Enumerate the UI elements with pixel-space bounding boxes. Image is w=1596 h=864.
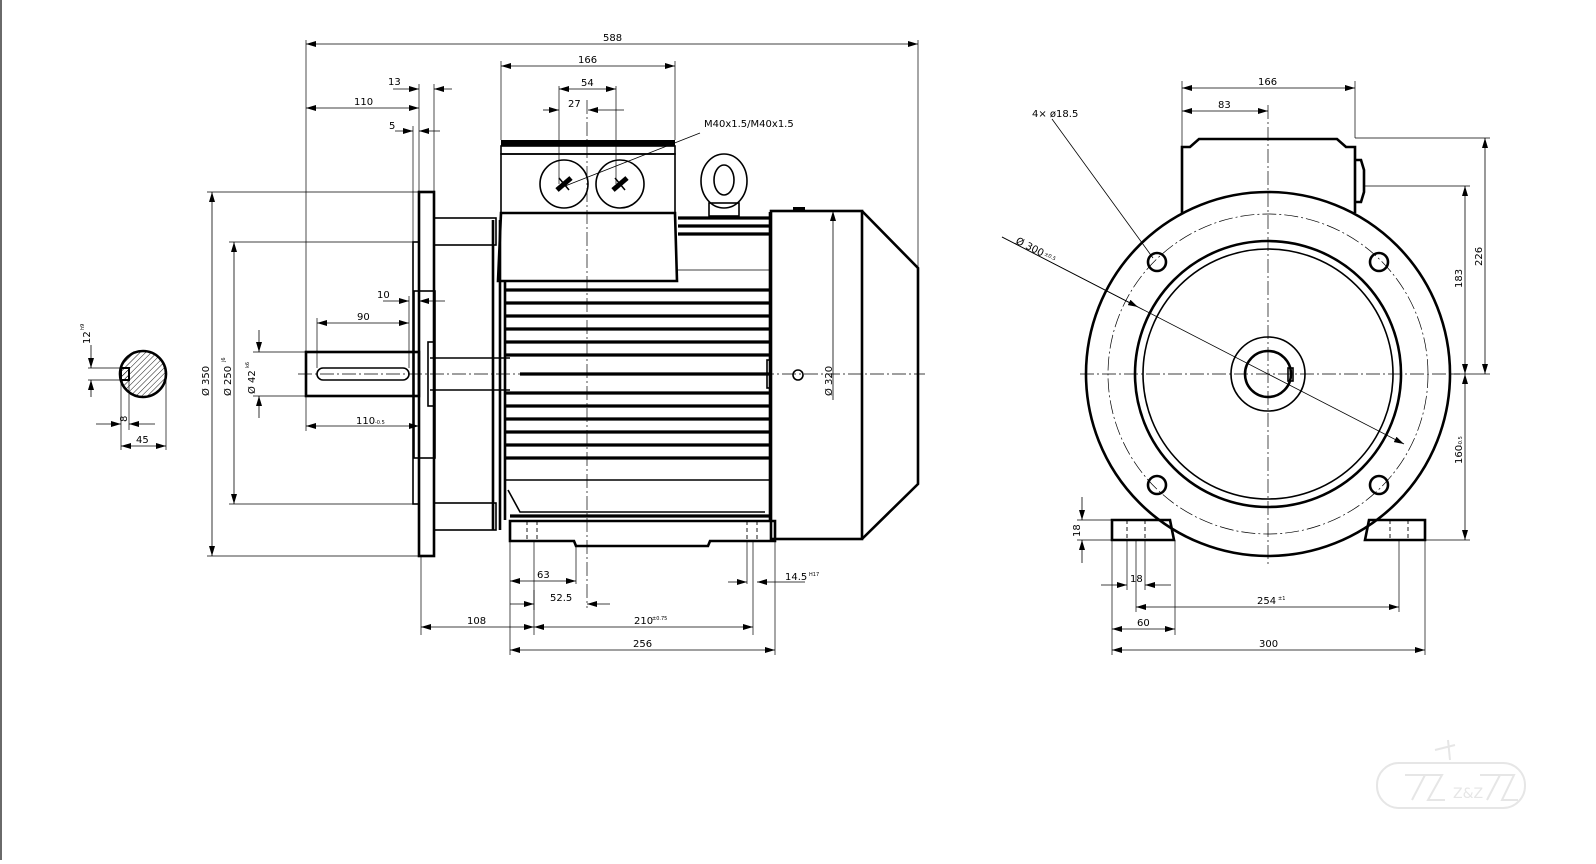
bolt-hole [1368, 251, 1390, 273]
foot-hole-spacing-tolerance: ±1 [1278, 596, 1285, 602]
gland-thread-label: M40x1.5/M40x1.5 [704, 119, 794, 130]
bolt-hole [1146, 474, 1168, 496]
spigot-outline [1133, 239, 1403, 509]
foot-width-label: 60 [1137, 618, 1150, 629]
motor-foot [508, 519, 777, 548]
foot-slot-width-label: 18 [1130, 574, 1143, 585]
shaft-length-tolerance: -0.5 [375, 420, 385, 426]
key-width-label: 12 [82, 331, 93, 344]
lifting-eye-icon [700, 153, 748, 217]
shoulder-to-foot-label: 108 [467, 616, 486, 627]
spigot-diameter-tolerance: j6 [221, 357, 227, 363]
foot-hole-spacing-label: 210 [634, 616, 653, 627]
box-height-label: 183 [1454, 269, 1465, 288]
shaft-cross-section: 12 h9 8 45 [80, 324, 168, 450]
key-offset-label: 10 [377, 290, 390, 301]
pitch-circle-tolerance: ±0.5 [1043, 251, 1057, 262]
foot-left [1110, 518, 1176, 542]
flange-thickness-label: 13 [388, 77, 401, 88]
stator-body [503, 212, 804, 520]
key-depth-label: 8 [119, 416, 130, 422]
foot-hole-start-label: 63 [537, 570, 550, 581]
watermark-logo: Z&Z [1376, 739, 1526, 809]
body-diameter-label: Ø 320 [823, 366, 835, 396]
spigot-diameter-label: Ø 250 [222, 366, 234, 396]
foot-hole-clearance-label: 14.5 [785, 572, 807, 583]
box-half-width-label: 83 [1218, 100, 1231, 111]
gland-spacing-label: 54 [581, 78, 594, 89]
key-length-label: 90 [357, 312, 370, 323]
terminal-box [496, 132, 701, 283]
shaft-diameter-label: Ø 42 [246, 370, 258, 394]
foot-right [1363, 518, 1427, 542]
flange-diameter-label: Ø 350 [200, 366, 212, 396]
foot-hole-spacing-label: 254 [1257, 596, 1276, 607]
gland-offset-label: 27 [568, 99, 581, 110]
shaft-end [1243, 349, 1293, 399]
key-section [120, 367, 130, 381]
side-view: 588 110 13 5 10 90 [200, 33, 925, 655]
shaft-length-upper-label: 110 [354, 97, 373, 108]
bolt-hole [1146, 251, 1168, 273]
watermark-text: Z&Z [1453, 786, 1483, 802]
keyway [316, 367, 410, 381]
spigot-label: 5 [389, 121, 395, 132]
pitch-circle [1107, 213, 1429, 535]
front-view: 4× ø18.5 Ø 300 ±0.5 166 83 226 183 160 [1001, 77, 1490, 655]
key-width-tolerance: h9 [80, 324, 86, 330]
shaft-height-label: 45 [136, 435, 149, 446]
foot-length-label: 256 [633, 639, 652, 650]
flange-bolt-holes [1146, 251, 1390, 496]
shaft-diameter-tolerance: k6 [245, 362, 251, 368]
foot-hole-clearance-tolerance: H17 [809, 572, 819, 578]
overall-length-label: 588 [603, 33, 622, 44]
foot-overall-width-label: 300 [1259, 639, 1278, 650]
flange-spigot [412, 241, 420, 505]
gland-center-label: 52.5 [550, 593, 572, 604]
pitch-circle-label: Ø 300 [1014, 235, 1046, 259]
cable-gland-icon [595, 159, 645, 209]
terminal-box-width-label: 166 [578, 55, 597, 66]
shaft-center-height-tolerance: -0.5 [1458, 436, 1464, 446]
bolt-hole [1368, 474, 1390, 496]
foot-thickness-label: 18 [1072, 524, 1083, 537]
fan-cover [769, 207, 920, 541]
flange-holes-label: 4× ø18.5 [1032, 109, 1078, 120]
shaft-length-label: 110 [356, 416, 375, 427]
box-width-label: 166 [1258, 77, 1277, 88]
sheet-border [0, 0, 2, 860]
overall-height-label: 226 [1474, 247, 1485, 266]
shaft-collar [1230, 336, 1306, 412]
shaft-center-height-label: 160 [1454, 445, 1465, 464]
foot-hole-spacing-tolerance: ±0.75 [652, 616, 667, 622]
cable-gland-icon [539, 159, 589, 209]
